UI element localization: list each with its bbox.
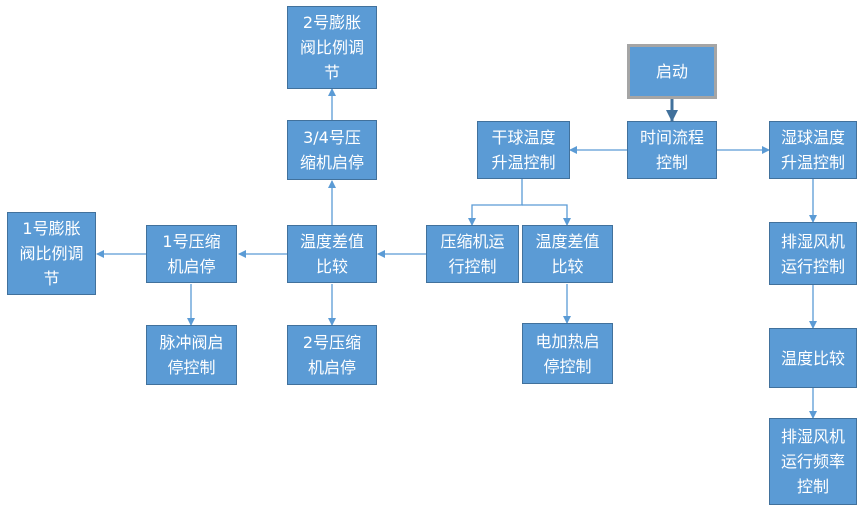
node-heater: 电加热启 停控制 bbox=[522, 323, 613, 384]
node-pulse-valve: 脉冲阀启 停控制 bbox=[146, 325, 237, 385]
node-dehumid-fan: 排湿风机 运行控制 bbox=[769, 222, 857, 285]
node-temp-diff-right: 温度差值 比较 bbox=[522, 225, 613, 283]
node-temp-diff-left: 温度差值 比较 bbox=[287, 225, 377, 283]
node-temp-compare: 温度比较 bbox=[769, 328, 857, 388]
edge-dry-bulb-to-compressor-run bbox=[468, 179, 523, 226]
node-valve2: 2号膨胀 阀比例调 节 bbox=[287, 6, 377, 89]
node-wet-bulb: 湿球温度 升温控制 bbox=[769, 121, 857, 179]
node-process-control: 时间流程 控制 bbox=[627, 121, 717, 179]
node-valve1: 1号膨胀 阀比例调 节 bbox=[7, 212, 96, 295]
node-comp1: 1号压缩 机启停 bbox=[146, 225, 237, 283]
node-comp34: 3/4号压 缩机启停 bbox=[287, 120, 377, 180]
node-fan-freq: 排湿风机 运行频率 控制 bbox=[769, 418, 857, 505]
edge-dry-bulb-to-temp-diff-right bbox=[522, 204, 571, 226]
node-dry-bulb: 干球温度 升温控制 bbox=[477, 121, 570, 179]
node-start: 启动 bbox=[627, 44, 717, 99]
node-compressor-run: 压缩机运 行控制 bbox=[426, 225, 519, 283]
node-comp2: 2号压缩 机启停 bbox=[287, 325, 377, 385]
